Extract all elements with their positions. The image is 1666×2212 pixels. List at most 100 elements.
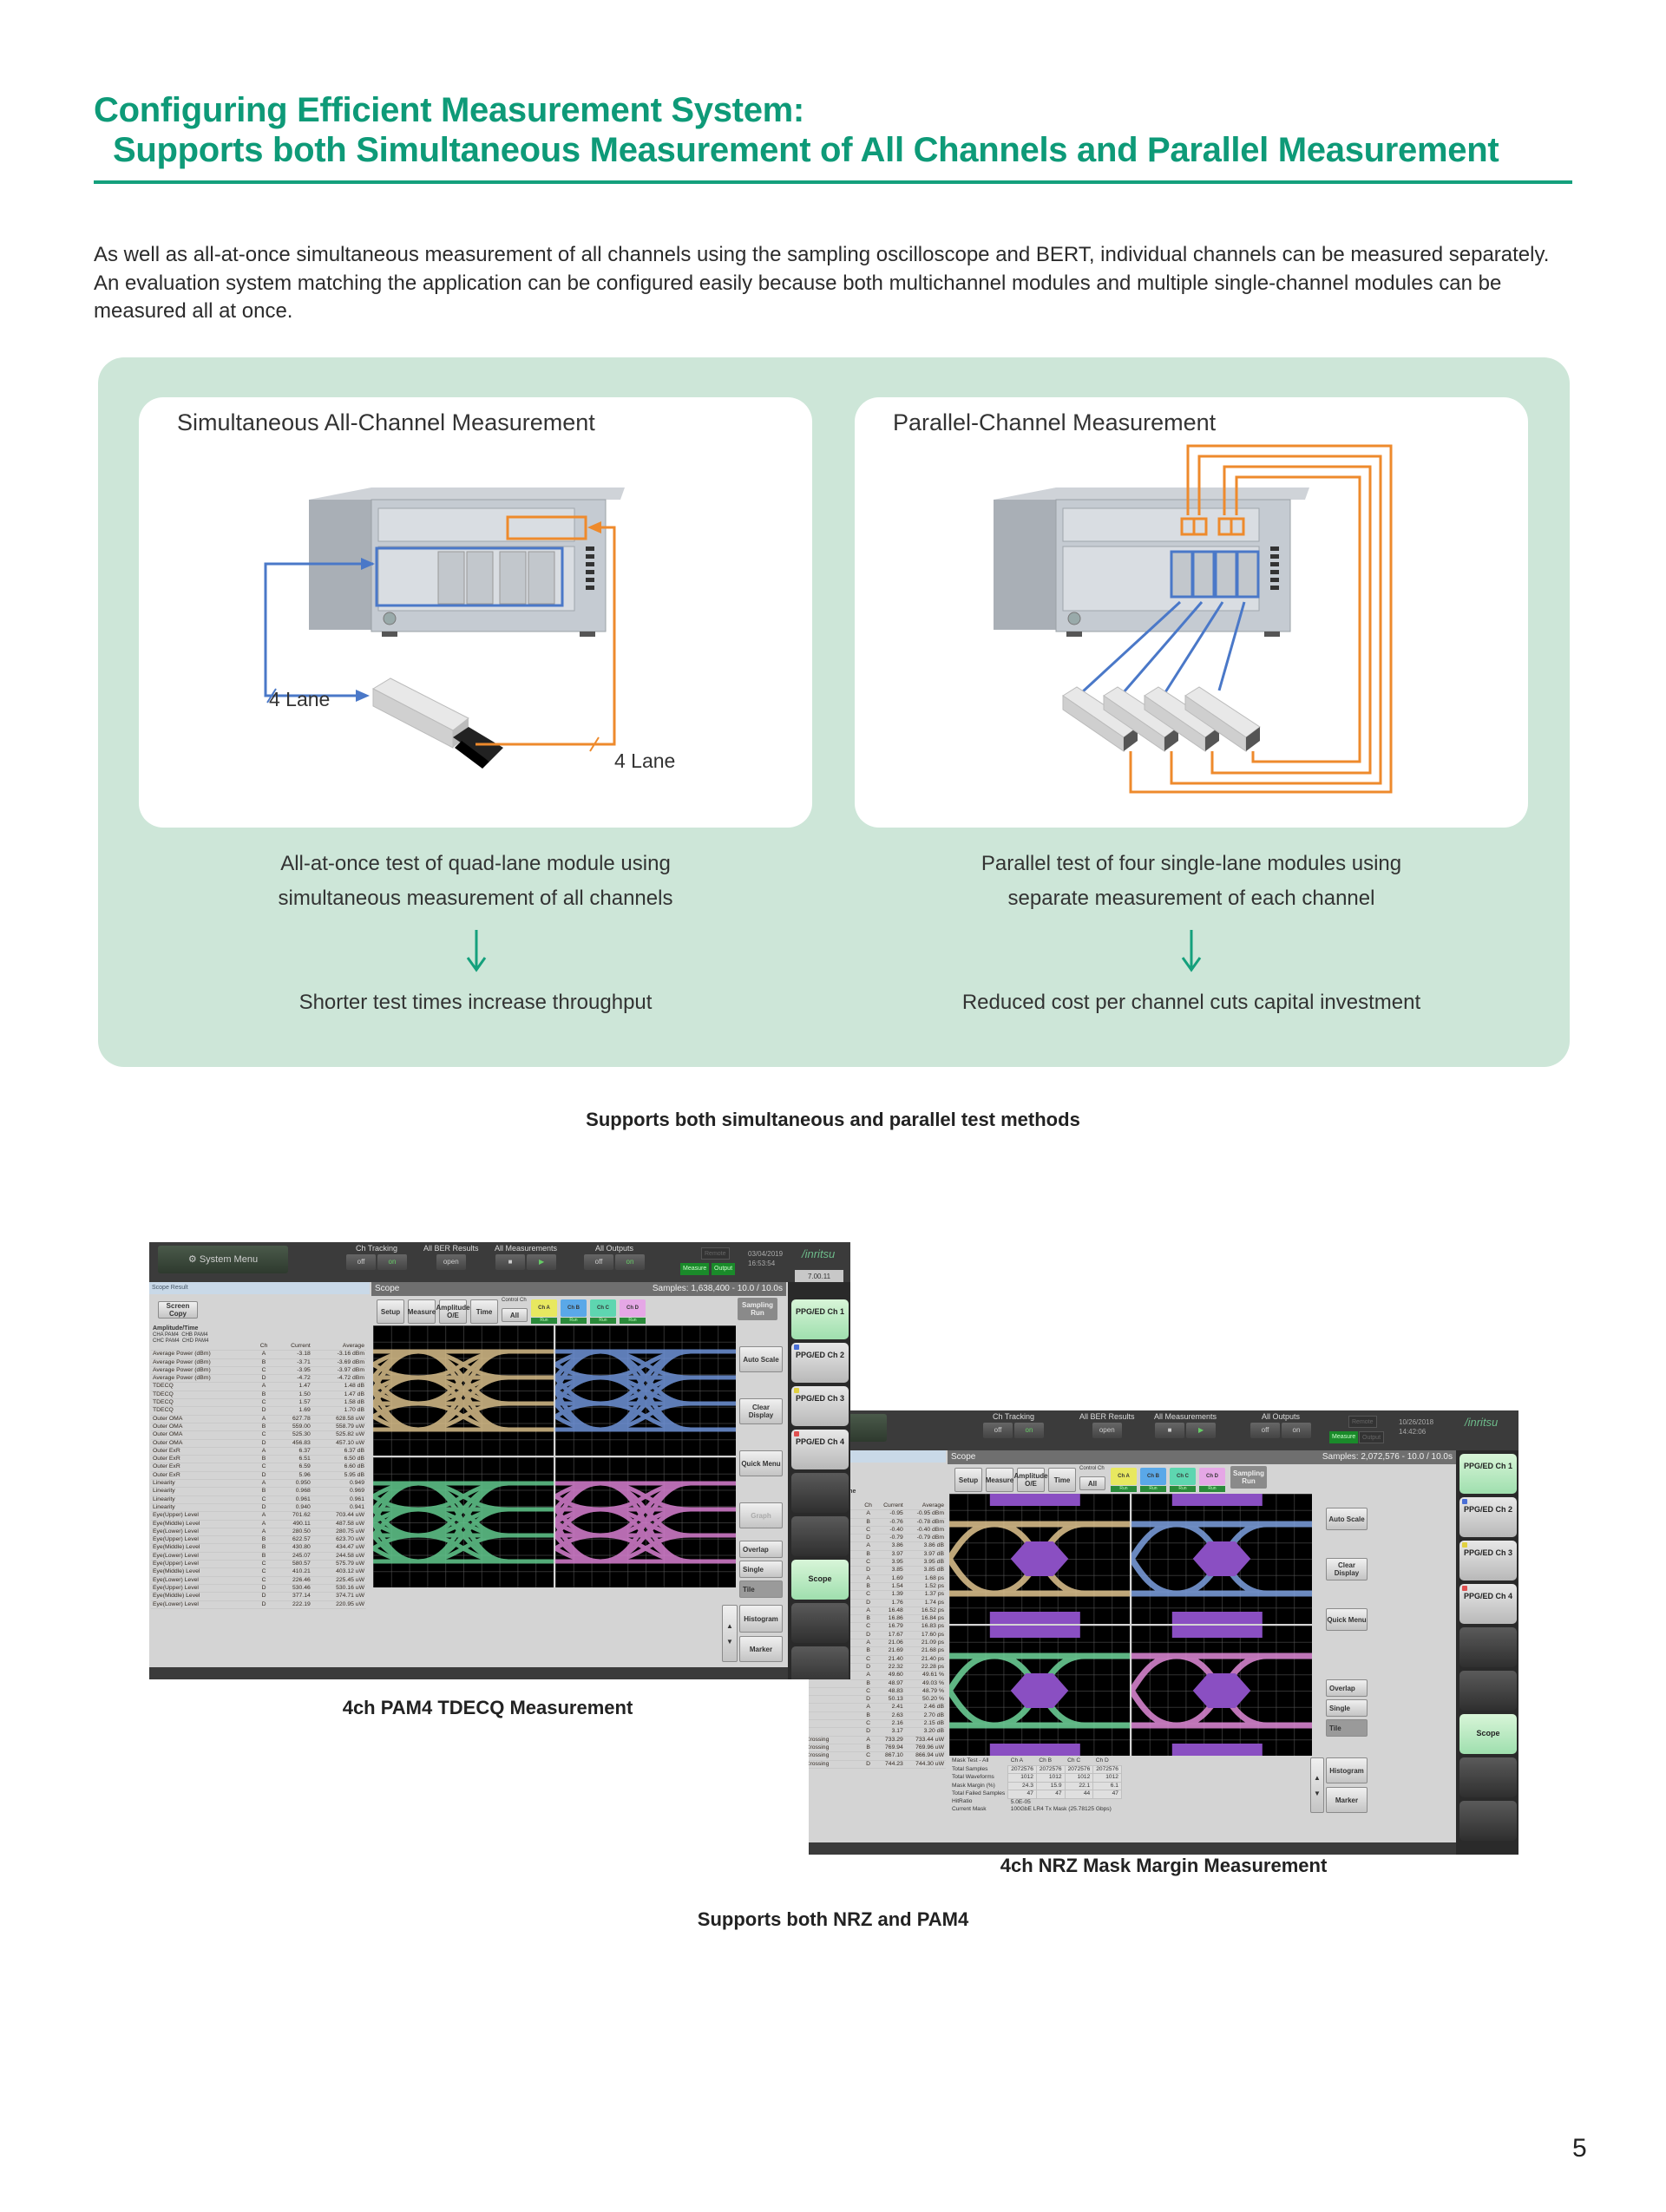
tab-empty[interactable] bbox=[791, 1516, 849, 1556]
clear-display-button[interactable]: Clear Display bbox=[739, 1398, 783, 1424]
overlap-button[interactable]: Overlap bbox=[1326, 1679, 1368, 1697]
auto-scale-button[interactable]: Auto Scale bbox=[1326, 1508, 1368, 1530]
metric-name: Outer ExR bbox=[151, 1471, 255, 1481]
setup-button[interactable]: Setup bbox=[377, 1299, 404, 1324]
tab-ppg-ed-ch4[interactable]: PPG/ED Ch 4 bbox=[791, 1430, 849, 1469]
tab-ppg-ed-ch3[interactable]: PPG/ED Ch 3 bbox=[1459, 1541, 1517, 1580]
ch-tracking-off[interactable]: off bbox=[983, 1423, 1013, 1438]
ch-tracking-off[interactable]: off bbox=[346, 1254, 376, 1270]
tile-button[interactable]: Tile bbox=[739, 1580, 783, 1598]
outputs-on[interactable]: on bbox=[1282, 1423, 1311, 1438]
ch-b-button[interactable]: Ch B bbox=[1140, 1468, 1166, 1485]
current-value: 559.00 bbox=[272, 1423, 312, 1432]
tab-empty[interactable] bbox=[1459, 1801, 1517, 1841]
tab-empty[interactable] bbox=[791, 1603, 849, 1643]
outputs-off[interactable]: off bbox=[1250, 1423, 1280, 1438]
control-ch-all[interactable]: All bbox=[1079, 1476, 1105, 1490]
ch-tracking-on[interactable]: on bbox=[1014, 1423, 1044, 1438]
tab-empty[interactable] bbox=[791, 1473, 849, 1513]
channel: C bbox=[254, 1495, 273, 1504]
metric-name: Eye(Middle) Level bbox=[151, 1567, 255, 1577]
system-menu-button[interactable]: ⚙ System Menu bbox=[158, 1246, 288, 1273]
quick-menu-button[interactable]: Quick Menu bbox=[1326, 1608, 1368, 1631]
quick-menu-button[interactable]: Quick Menu bbox=[739, 1450, 783, 1476]
start-button[interactable]: ▶ bbox=[527, 1254, 557, 1270]
ch-d-button[interactable]: Ch D bbox=[1199, 1468, 1225, 1485]
metric-name: Linearity bbox=[151, 1487, 255, 1496]
clear-display-button[interactable]: Clear Display bbox=[1326, 1558, 1368, 1580]
overlap-button[interactable]: Overlap bbox=[739, 1541, 783, 1558]
tab-empty[interactable] bbox=[791, 1646, 849, 1679]
amplitude-oe-button[interactable]: Amplitude O/E bbox=[1013, 1468, 1048, 1492]
auto-scale-button[interactable]: Auto Scale bbox=[739, 1346, 783, 1372]
sampling-run-button[interactable]: Sampling Run bbox=[1230, 1466, 1267, 1489]
simultaneous-result: Shorter test times increase throughput bbox=[298, 991, 653, 1014]
tab-empty[interactable] bbox=[1459, 1757, 1517, 1797]
outputs-off[interactable]: off bbox=[584, 1254, 613, 1270]
histogram-button[interactable]: Histogram bbox=[1326, 1757, 1368, 1783]
tab-ppg-ed-ch2[interactable]: PPG/ED Ch 2 bbox=[1459, 1497, 1517, 1537]
marker-button[interactable]: Marker bbox=[739, 1636, 783, 1662]
tab-empty[interactable] bbox=[1459, 1671, 1517, 1711]
ch-d-button[interactable]: Ch D bbox=[620, 1299, 646, 1317]
scroll-arrows[interactable]: ▲▼ bbox=[1310, 1757, 1324, 1813]
tab-ppg-ed-ch1[interactable]: PPG/ED Ch 1 bbox=[791, 1299, 849, 1339]
tab-ppg-ed-ch4[interactable]: PPG/ED Ch 4 bbox=[1459, 1584, 1517, 1624]
current-value: 490.11 bbox=[272, 1520, 312, 1528]
tab-scope[interactable]: Scope bbox=[1459, 1714, 1517, 1754]
metric-name: Outer OMA bbox=[151, 1423, 255, 1432]
time-button[interactable]: Time bbox=[470, 1299, 498, 1324]
ch-a-button[interactable]: Ch A bbox=[1111, 1468, 1137, 1485]
channel: A bbox=[861, 1639, 876, 1648]
measure-button[interactable]: Measure bbox=[986, 1468, 1013, 1492]
ber-open-button[interactable]: open bbox=[1092, 1423, 1122, 1438]
metric-name: Average Power (dBm) bbox=[151, 1350, 255, 1359]
ber-open-button[interactable]: open bbox=[436, 1254, 466, 1270]
metric-name: VECP bbox=[809, 1703, 862, 1712]
quad-lane-module-icon bbox=[371, 677, 503, 769]
firmware-version: 7.00.11 bbox=[795, 1270, 843, 1284]
current-value: 280.50 bbox=[272, 1528, 312, 1537]
start-button[interactable]: ▶ bbox=[1186, 1423, 1217, 1438]
histogram-button[interactable]: Histogram bbox=[739, 1605, 783, 1633]
stop-button[interactable]: ■ bbox=[1155, 1423, 1185, 1438]
single-button[interactable]: Single bbox=[1326, 1699, 1368, 1717]
average-value: -0.78 dBm bbox=[904, 1518, 946, 1527]
ch-c-button[interactable]: Ch C bbox=[1170, 1468, 1196, 1485]
ch-b-button[interactable]: Ch B bbox=[561, 1299, 587, 1317]
mask-value: 6.1 bbox=[1092, 1781, 1122, 1790]
screen-copy-button[interactable]: Screen Copy bbox=[158, 1301, 198, 1319]
tile-button[interactable]: Tile bbox=[1326, 1719, 1368, 1737]
measure-button[interactable]: Measure bbox=[408, 1299, 436, 1324]
tab-empty[interactable] bbox=[1459, 1627, 1517, 1667]
tab-ppg-ed-ch2[interactable]: PPG/ED Ch 2 bbox=[791, 1343, 849, 1383]
column-header[interactable]: Average bbox=[312, 1343, 366, 1351]
tab-ppg-ed-ch3[interactable]: PPG/ED Ch 3 bbox=[791, 1386, 849, 1426]
scroll-arrows[interactable]: ▲▼ bbox=[722, 1605, 738, 1662]
graph-button[interactable]: Graph bbox=[739, 1502, 783, 1528]
all-ber-results-group: All BER Results open bbox=[1079, 1412, 1135, 1438]
channel: B bbox=[861, 1646, 876, 1656]
intro-paragraph: As well as all-at-once simultaneous meas… bbox=[94, 243, 1550, 323]
marker-button[interactable]: Marker bbox=[1326, 1787, 1368, 1813]
sampling-run-button[interactable]: Sampling Run bbox=[738, 1298, 777, 1320]
ch-tracking-on[interactable]: on bbox=[377, 1254, 407, 1270]
single-button[interactable]: Single bbox=[739, 1561, 783, 1578]
amplitude-oe-button[interactable]: Amplitude O/E bbox=[436, 1299, 470, 1324]
tab-ppg-ed-ch1[interactable]: PPG/ED Ch 1 bbox=[1459, 1454, 1517, 1494]
setup-button[interactable]: Setup bbox=[954, 1468, 982, 1492]
tab-scope[interactable]: Scope bbox=[791, 1560, 849, 1600]
channel: A bbox=[254, 1511, 273, 1521]
time-button[interactable]: Time bbox=[1048, 1468, 1076, 1492]
ch-a-button[interactable]: Ch A bbox=[531, 1299, 557, 1317]
outputs-on[interactable]: on bbox=[615, 1254, 645, 1270]
ch-c-button[interactable]: Ch C bbox=[590, 1299, 616, 1317]
stop-button[interactable]: ■ bbox=[495, 1254, 526, 1270]
control-ch-all[interactable]: All bbox=[502, 1308, 528, 1322]
column-header[interactable]: Average bbox=[904, 1502, 946, 1511]
